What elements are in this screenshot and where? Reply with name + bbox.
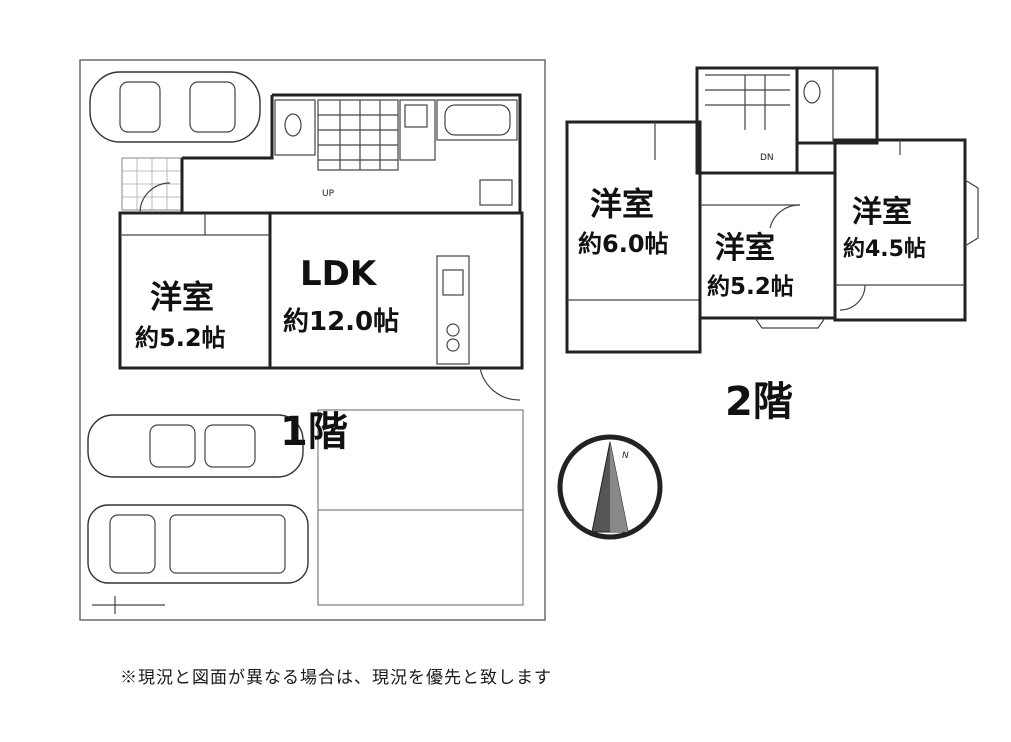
- floor2-room-c-size: 約4.5帖: [843, 236, 926, 262]
- floor1-stairs-label: UP: [322, 189, 335, 199]
- parking-lot-upper: [317, 409, 524, 511]
- floor2-room-b-name: 洋室: [715, 231, 775, 266]
- floor2-stairs-label: DN: [760, 153, 774, 163]
- floor2-label: 2階: [725, 379, 793, 425]
- floor1-building: [118, 93, 524, 401]
- compass: [557, 434, 663, 540]
- entrance-tile: [121, 157, 183, 211]
- floor2-room-a-size: 約6.0帖: [578, 230, 669, 258]
- site-boundary: [79, 59, 546, 621]
- disclaimer-note: ※現況と図面が異なる場合は、現況を優先と致します: [120, 668, 552, 688]
- floor1-western-size: 約5.2帖: [135, 324, 226, 352]
- north-label: N: [622, 451, 629, 461]
- floor2-room-c-name: 洋室: [852, 195, 912, 230]
- measure-mark: [92, 596, 165, 614]
- floor1-label: 1階: [280, 409, 348, 455]
- parked-car-middle: [87, 414, 304, 478]
- floor2-building: [565, 66, 979, 354]
- floor1-western-name: 洋室: [150, 278, 214, 316]
- parked-car-bottom: [87, 504, 309, 584]
- floor1-ldk-size: 約12.0帖: [283, 306, 399, 337]
- parked-car-top: [89, 71, 261, 143]
- floor2-room-a-name: 洋室: [590, 185, 654, 223]
- parking-lot-lower: [317, 509, 524, 606]
- floor2-room-b-size: 約5.2帖: [707, 273, 794, 300]
- floor1-ldk-name: LDK: [300, 254, 378, 294]
